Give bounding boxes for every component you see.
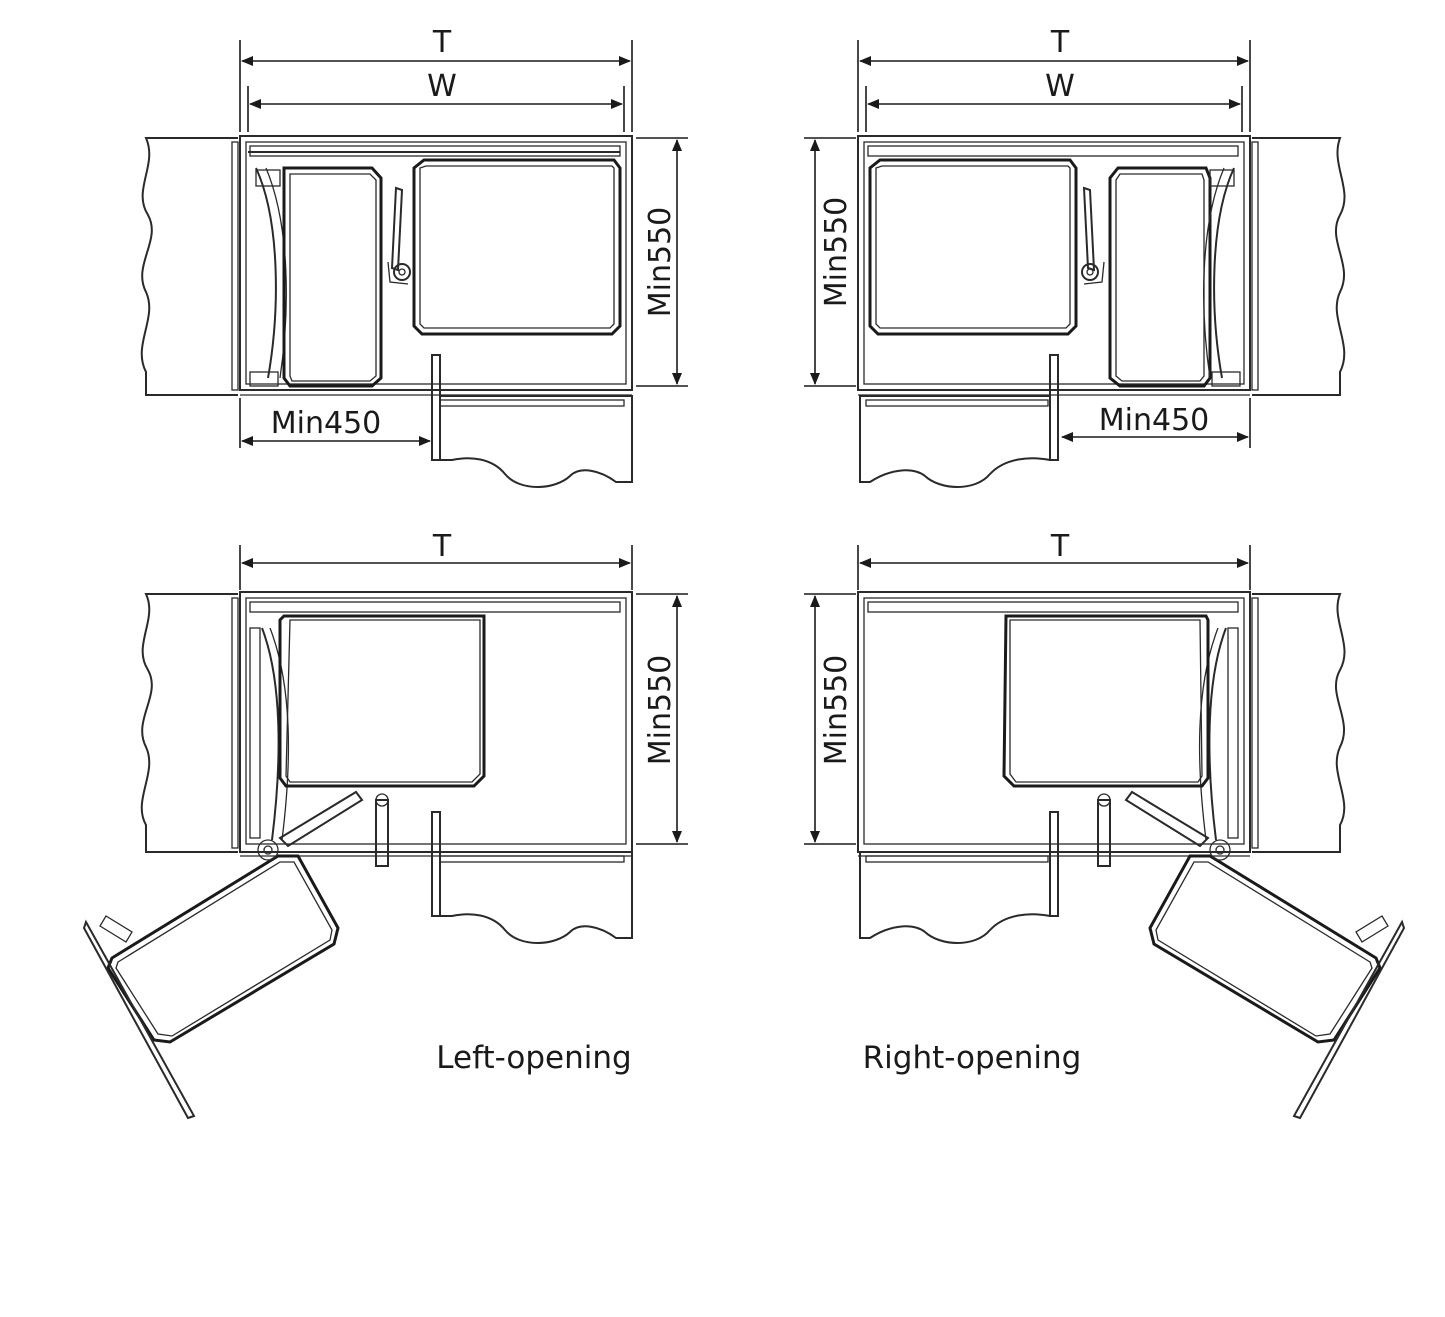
adjacent-cabinet [140, 137, 238, 396]
dimension-label-t: T [1050, 25, 1070, 60]
cabinet-body [857, 135, 1251, 391]
panel-bottom-right: T Min550 [804, 529, 1406, 1120]
dimension-t: T [239, 529, 633, 590]
basket-large [278, 614, 486, 788]
adjacent-cabinet-front [859, 851, 1051, 944]
dimension-min550: Min550 [804, 137, 856, 387]
door-edge [431, 354, 441, 461]
adjacent-cabinet [140, 593, 238, 853]
dimension-label-t: T [432, 25, 452, 60]
panel-bottom-left: T Min550 [82, 529, 688, 1120]
basket-small [282, 166, 383, 388]
dimension-min550: Min550 [636, 137, 688, 387]
basket-small [1108, 166, 1212, 388]
panel-top-left: T W [140, 25, 688, 488]
adjacent-cabinet-front [440, 395, 633, 488]
adjacent-cabinet-front [859, 395, 1051, 488]
door-panel [1292, 919, 1406, 1120]
dimension-w: W [247, 69, 625, 132]
dimension-label-t: T [1050, 529, 1070, 564]
adjacent-cabinet [1252, 137, 1346, 396]
door-edge [1049, 811, 1059, 917]
basket-large [1002, 614, 1210, 788]
cabinet-body [239, 591, 633, 853]
side-panel [231, 597, 239, 849]
panel-top-right: T W [804, 25, 1346, 488]
door-edge [431, 811, 441, 917]
basket-large [412, 158, 622, 336]
basket-swung [1148, 854, 1382, 1044]
side-panel [1251, 597, 1259, 849]
dimension-label-min550: Min550 [819, 197, 854, 308]
door-edge [1049, 354, 1059, 461]
dimension-t: T [857, 25, 1251, 132]
basket-large [868, 158, 1078, 336]
dimension-label-w: W [1045, 69, 1075, 104]
dimension-min550: Min550 [636, 593, 688, 845]
adjacent-cabinet-front [440, 851, 633, 944]
dimension-label-min450: Min450 [271, 406, 382, 441]
adjacent-cabinet [1252, 593, 1346, 853]
caption-left-opening: Left-opening [436, 1040, 631, 1076]
dimension-t: T [239, 25, 633, 132]
cabinet-inner [245, 141, 627, 385]
dimension-label-min550: Min550 [643, 207, 678, 318]
cabinet-body [857, 591, 1251, 853]
cabinet-inner [863, 141, 1245, 385]
basket-swung [106, 854, 340, 1044]
door-panel [82, 919, 196, 1120]
dimension-label-t: T [432, 529, 452, 564]
side-panel [1251, 141, 1259, 391]
dimension-label-min550: Min550 [643, 655, 678, 766]
side-panel [231, 141, 239, 391]
dimension-label-w: W [427, 69, 457, 104]
dimension-min450: Min450 [1061, 398, 1251, 448]
cabinet-body [239, 135, 633, 391]
cabinet-inner [245, 597, 627, 845]
dimension-label-min450: Min450 [1099, 403, 1210, 438]
dimension-t: T [857, 529, 1251, 590]
dimension-w: W [865, 69, 1243, 132]
dimension-label-min550: Min550 [819, 655, 854, 766]
caption-right-opening: Right-opening [863, 1040, 1082, 1076]
dimension-min550: Min550 [804, 593, 856, 845]
dimension-min450: Min450 [239, 398, 431, 448]
cabinet-inner [863, 597, 1245, 845]
